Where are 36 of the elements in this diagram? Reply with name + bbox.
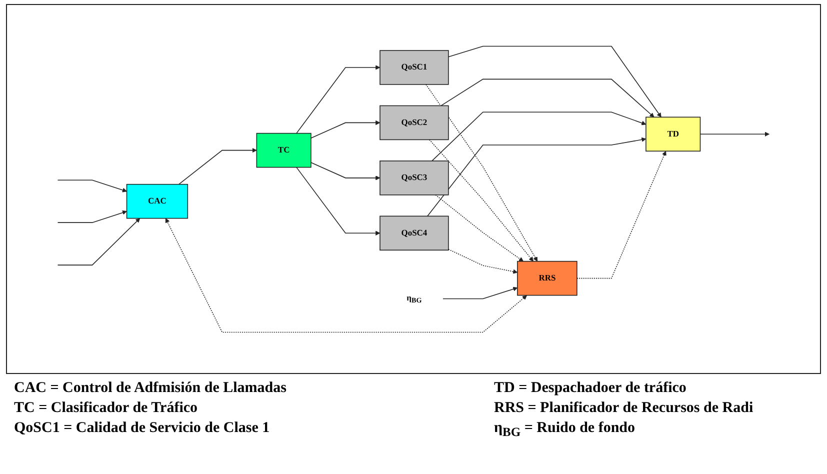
arrow	[440, 78, 654, 118]
arrow	[432, 111, 646, 162]
arrow	[442, 286, 518, 299]
legend-text: TC = Clasificador de Tráfico	[14, 400, 199, 417]
arrow	[428, 139, 534, 262]
legend-text: RRS = Planificador de Recursos de Radi	[494, 400, 754, 417]
node-box	[380, 216, 449, 250]
arrow	[426, 84, 538, 262]
node-box	[256, 132, 312, 168]
arrow	[57, 218, 140, 266]
node-box	[380, 160, 449, 196]
arrow	[57, 210, 127, 223]
arrow	[310, 162, 380, 180]
arrow	[576, 150, 666, 278]
arrow	[296, 64, 380, 134]
arrow	[435, 194, 524, 262]
arrow	[165, 218, 527, 332]
node-text: η$_{BG}$	[406, 293, 422, 304]
legend-text: CAC = Control de Adfmisión de Llamadas	[14, 380, 288, 397]
legend-text: η$_{BG}$ = Ruido de fondo	[494, 420, 636, 440]
arrow	[178, 148, 257, 184]
arrow	[296, 166, 380, 236]
node-box	[517, 260, 578, 296]
legend-text: TD = Despachadoer de tráfico	[494, 380, 688, 397]
arrow	[427, 137, 646, 216]
arrow	[448, 46, 662, 118]
legend-text: QoSC1 = Calidad de Servicio de Clase 1	[14, 420, 271, 438]
arrow	[57, 179, 127, 192]
flow-diagram: CAC TC QoSC1 QoSC2 QoSC3 QoSC4 TD RRS η$_{BG}$	[11, 42, 816, 336]
arrow	[310, 120, 380, 138]
arrow	[700, 132, 770, 136]
node-box	[646, 116, 701, 152]
node-box	[380, 50, 449, 85]
node-box	[380, 105, 449, 140]
node-box	[126, 184, 188, 218]
arrow	[448, 248, 518, 274]
